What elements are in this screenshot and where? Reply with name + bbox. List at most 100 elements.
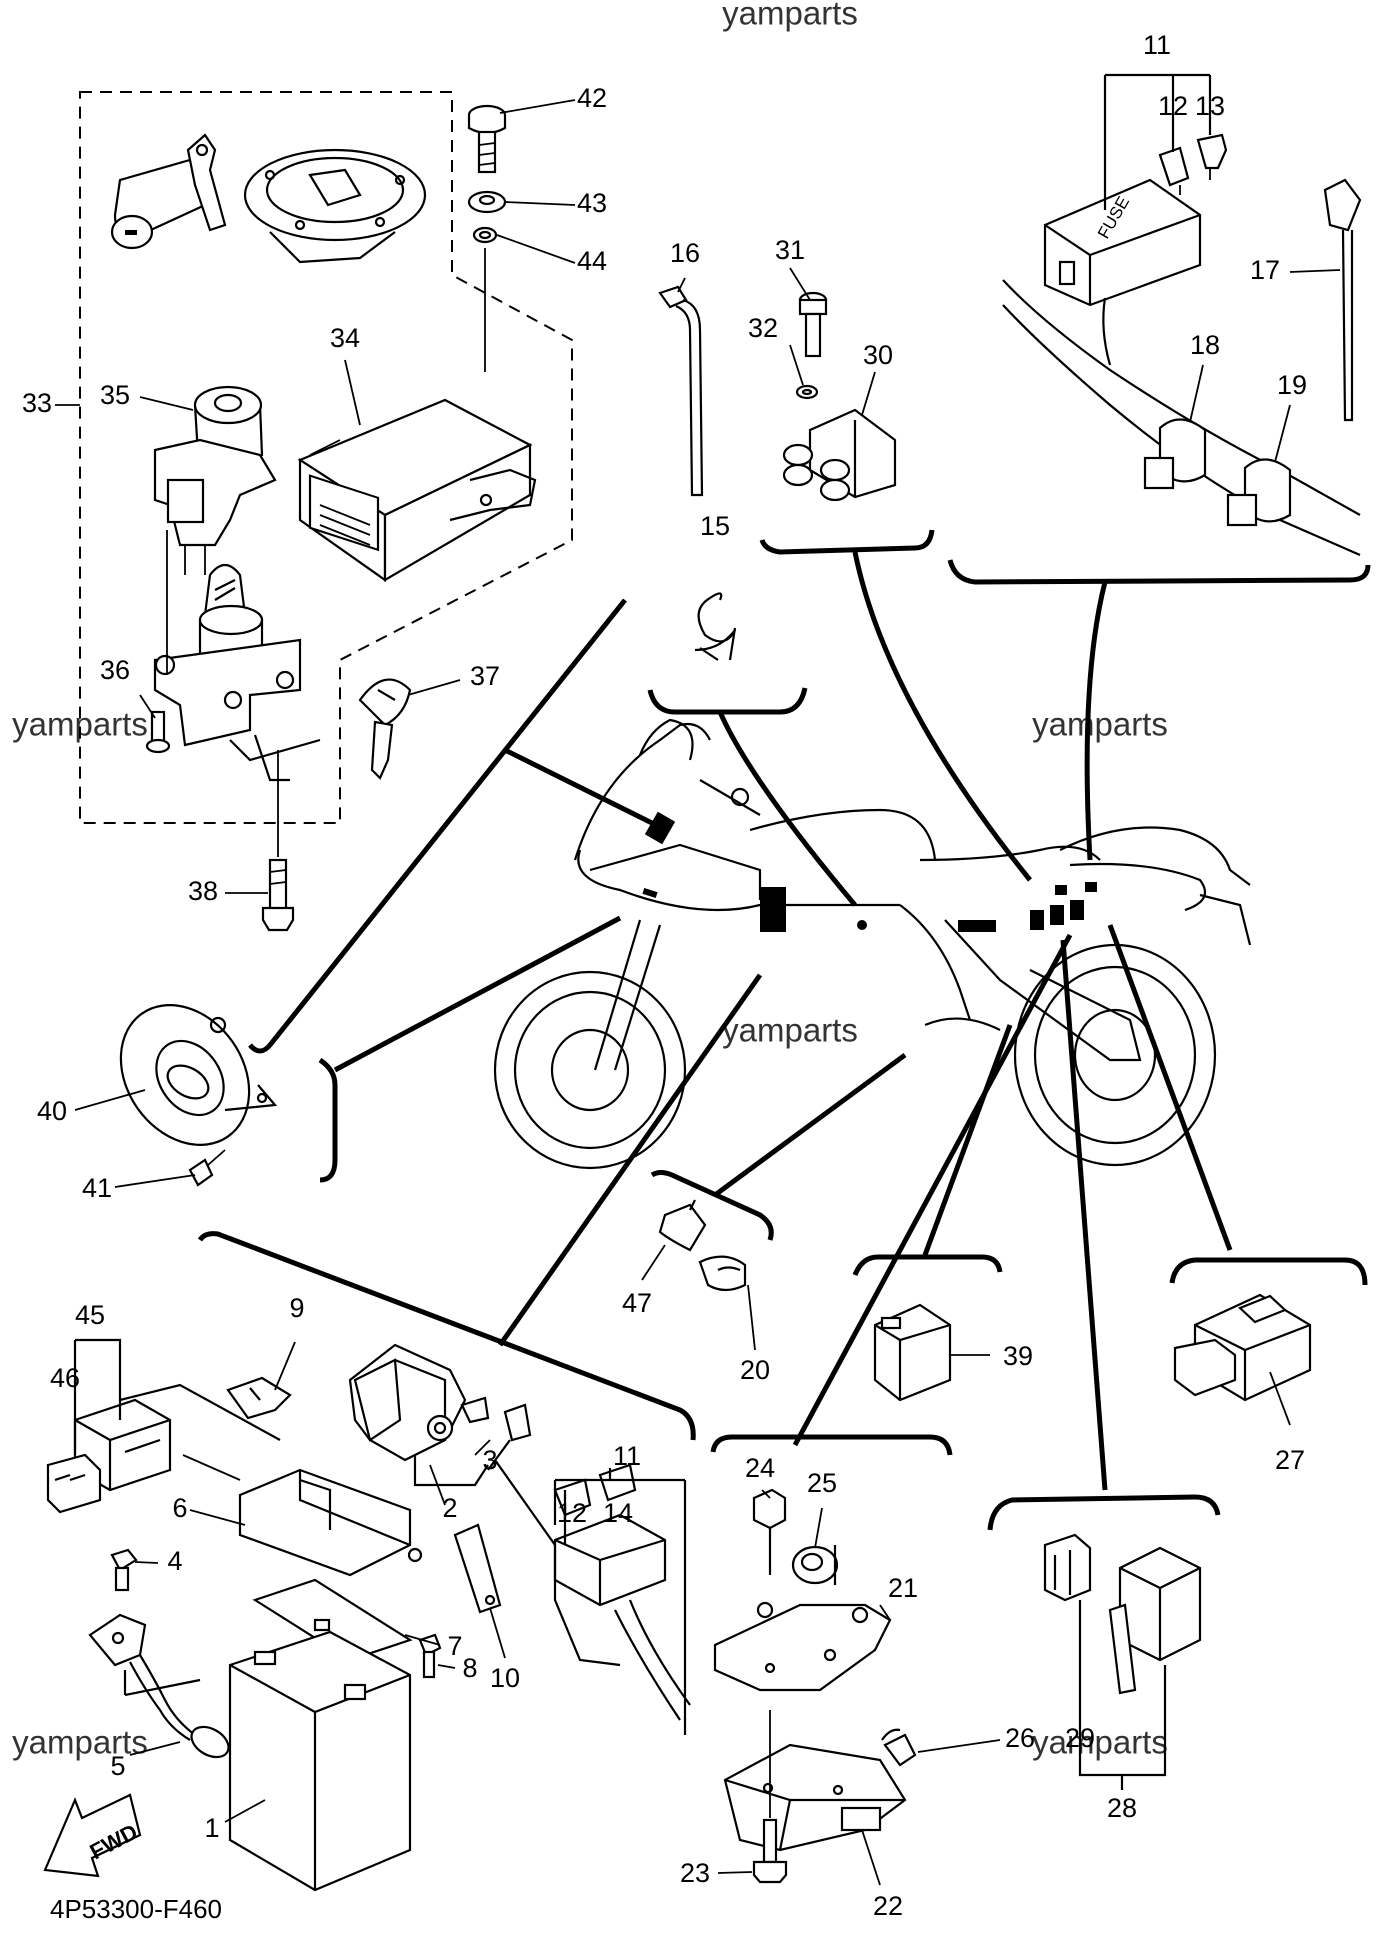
washer-32 (795, 384, 819, 400)
callout-21: 21 (888, 1573, 918, 1603)
callout-42: 42 (577, 83, 607, 113)
clip-26 (881, 1728, 917, 1767)
bolt-31 (798, 291, 828, 358)
callout-26: 26 (1005, 1723, 1035, 1753)
clamp-20 (698, 1255, 747, 1292)
starter-relay-leader (413, 1439, 511, 1487)
washer-43 (467, 190, 507, 214)
bolt-4 (110, 1548, 138, 1592)
bracket-horn (318, 1057, 338, 1183)
harness-tube (1002, 279, 1361, 557)
group-33-outline (55, 91, 573, 824)
callout-39: 39 (1003, 1341, 1033, 1371)
callout-18: 18 (1190, 330, 1220, 360)
bracket-10 (453, 1523, 502, 1614)
fuse-11-bracket-lines (1103, 73, 1212, 210)
callout-44: 44 (577, 246, 607, 276)
callout-13: 13 (1195, 91, 1225, 121)
watermark-top: yamparts (722, 0, 858, 32)
fuse-box-11: FUSE (1043, 178, 1202, 307)
screw-36 (145, 710, 171, 754)
callout-43: 43 (577, 188, 607, 218)
watermark-center: yamparts (722, 1012, 858, 1049)
callout-12a: 12 (1158, 91, 1188, 121)
connector-45-lines (73, 1338, 281, 1455)
callout-4: 4 (167, 1546, 182, 1576)
callout-22: 22 (873, 1891, 903, 1921)
relay-27 (1173, 1293, 1312, 1402)
callout-6: 6 (172, 1493, 187, 1523)
callout-35: 35 (100, 380, 130, 410)
relay-30 (782, 408, 897, 502)
connector-46 (46, 1453, 102, 1514)
callout-33: 33 (22, 388, 52, 418)
bolt-23 (752, 1710, 788, 1884)
callout-20: 20 (740, 1355, 770, 1385)
callout-14: 14 (603, 1498, 633, 1528)
callout-1: 1 (204, 1813, 219, 1843)
starter-relay-2 (348, 1343, 490, 1462)
callout-27: 27 (1275, 1445, 1305, 1475)
callout-24: 24 (745, 1453, 775, 1483)
cable-tie-17 (1323, 178, 1362, 422)
damper-25 (791, 1545, 839, 1585)
bracket-47-20 (650, 1170, 774, 1241)
callout-leaders (74, 99, 1341, 1886)
callout-19: 19 (1277, 370, 1307, 400)
callout-37: 37 (470, 661, 500, 691)
screw-41 (188, 1149, 226, 1187)
callout-47: 47 (622, 1288, 652, 1318)
battery-box-6 (238, 1468, 423, 1577)
callout-16: 16 (670, 238, 700, 268)
motorcycle-outline (493, 718, 1252, 1170)
main-switch-lower (153, 530, 321, 782)
fuse-13-top (1196, 133, 1228, 180)
bolt-42 (467, 104, 507, 174)
ecu-22 (723, 1743, 907, 1852)
clamp-18 (1143, 418, 1207, 490)
ecu-unit-34 (297, 398, 537, 583)
relay-39 (873, 1303, 952, 1402)
callout-8: 8 (462, 1653, 477, 1683)
callout-5: 5 (110, 1751, 125, 1781)
callout-41: 41 (82, 1173, 112, 1203)
callout-7: 7 (447, 1631, 462, 1661)
watermark-right: yamparts (1032, 706, 1168, 743)
clamp-19 (1226, 458, 1292, 527)
callout-9: 9 (289, 1293, 304, 1323)
fuse-12-top (1158, 146, 1190, 195)
callout-45: 45 (75, 1300, 105, 1330)
callout-46: 46 (50, 1363, 80, 1393)
diagram-code: 4P53300-F460 (50, 1894, 222, 1924)
callout-40: 40 (37, 1096, 67, 1126)
callout-2: 2 (442, 1493, 457, 1523)
washer-44 (472, 226, 498, 244)
callout-30: 30 (863, 340, 893, 370)
bolt-38 (261, 750, 295, 932)
callout-31: 31 (775, 235, 805, 265)
callout-34: 34 (330, 323, 360, 353)
bracket-33 (248, 598, 627, 1054)
bracket-21 (713, 1601, 892, 1692)
callout-12b: 12 (557, 1498, 587, 1528)
fuel-cap-plate (243, 148, 427, 264)
callout-10: 10 (490, 1663, 520, 1693)
key-37 (358, 678, 412, 780)
bracket-lower-left (197, 1231, 696, 1441)
bracket-30 (759, 529, 935, 555)
watermark-bottom-left: yamparts (12, 1724, 148, 1761)
clamp-47 (658, 1199, 707, 1252)
bracket-15 (647, 687, 808, 715)
horn-40 (119, 1004, 278, 1146)
callout-28: 28 (1107, 1793, 1137, 1823)
battery-1 (228, 1630, 412, 1892)
cable-tie-16 (658, 285, 704, 497)
callout-labels: 11 12 13 42 43 44 16 31 32 30 17 18 19 3… (22, 30, 1307, 1921)
cable-5-lines (123, 1670, 201, 1697)
bracket-21-22 (710, 1434, 953, 1456)
callout-3: 3 (482, 1445, 497, 1475)
lock-cylinder (110, 133, 227, 250)
bracket-21-dropline (768, 1528, 837, 1585)
